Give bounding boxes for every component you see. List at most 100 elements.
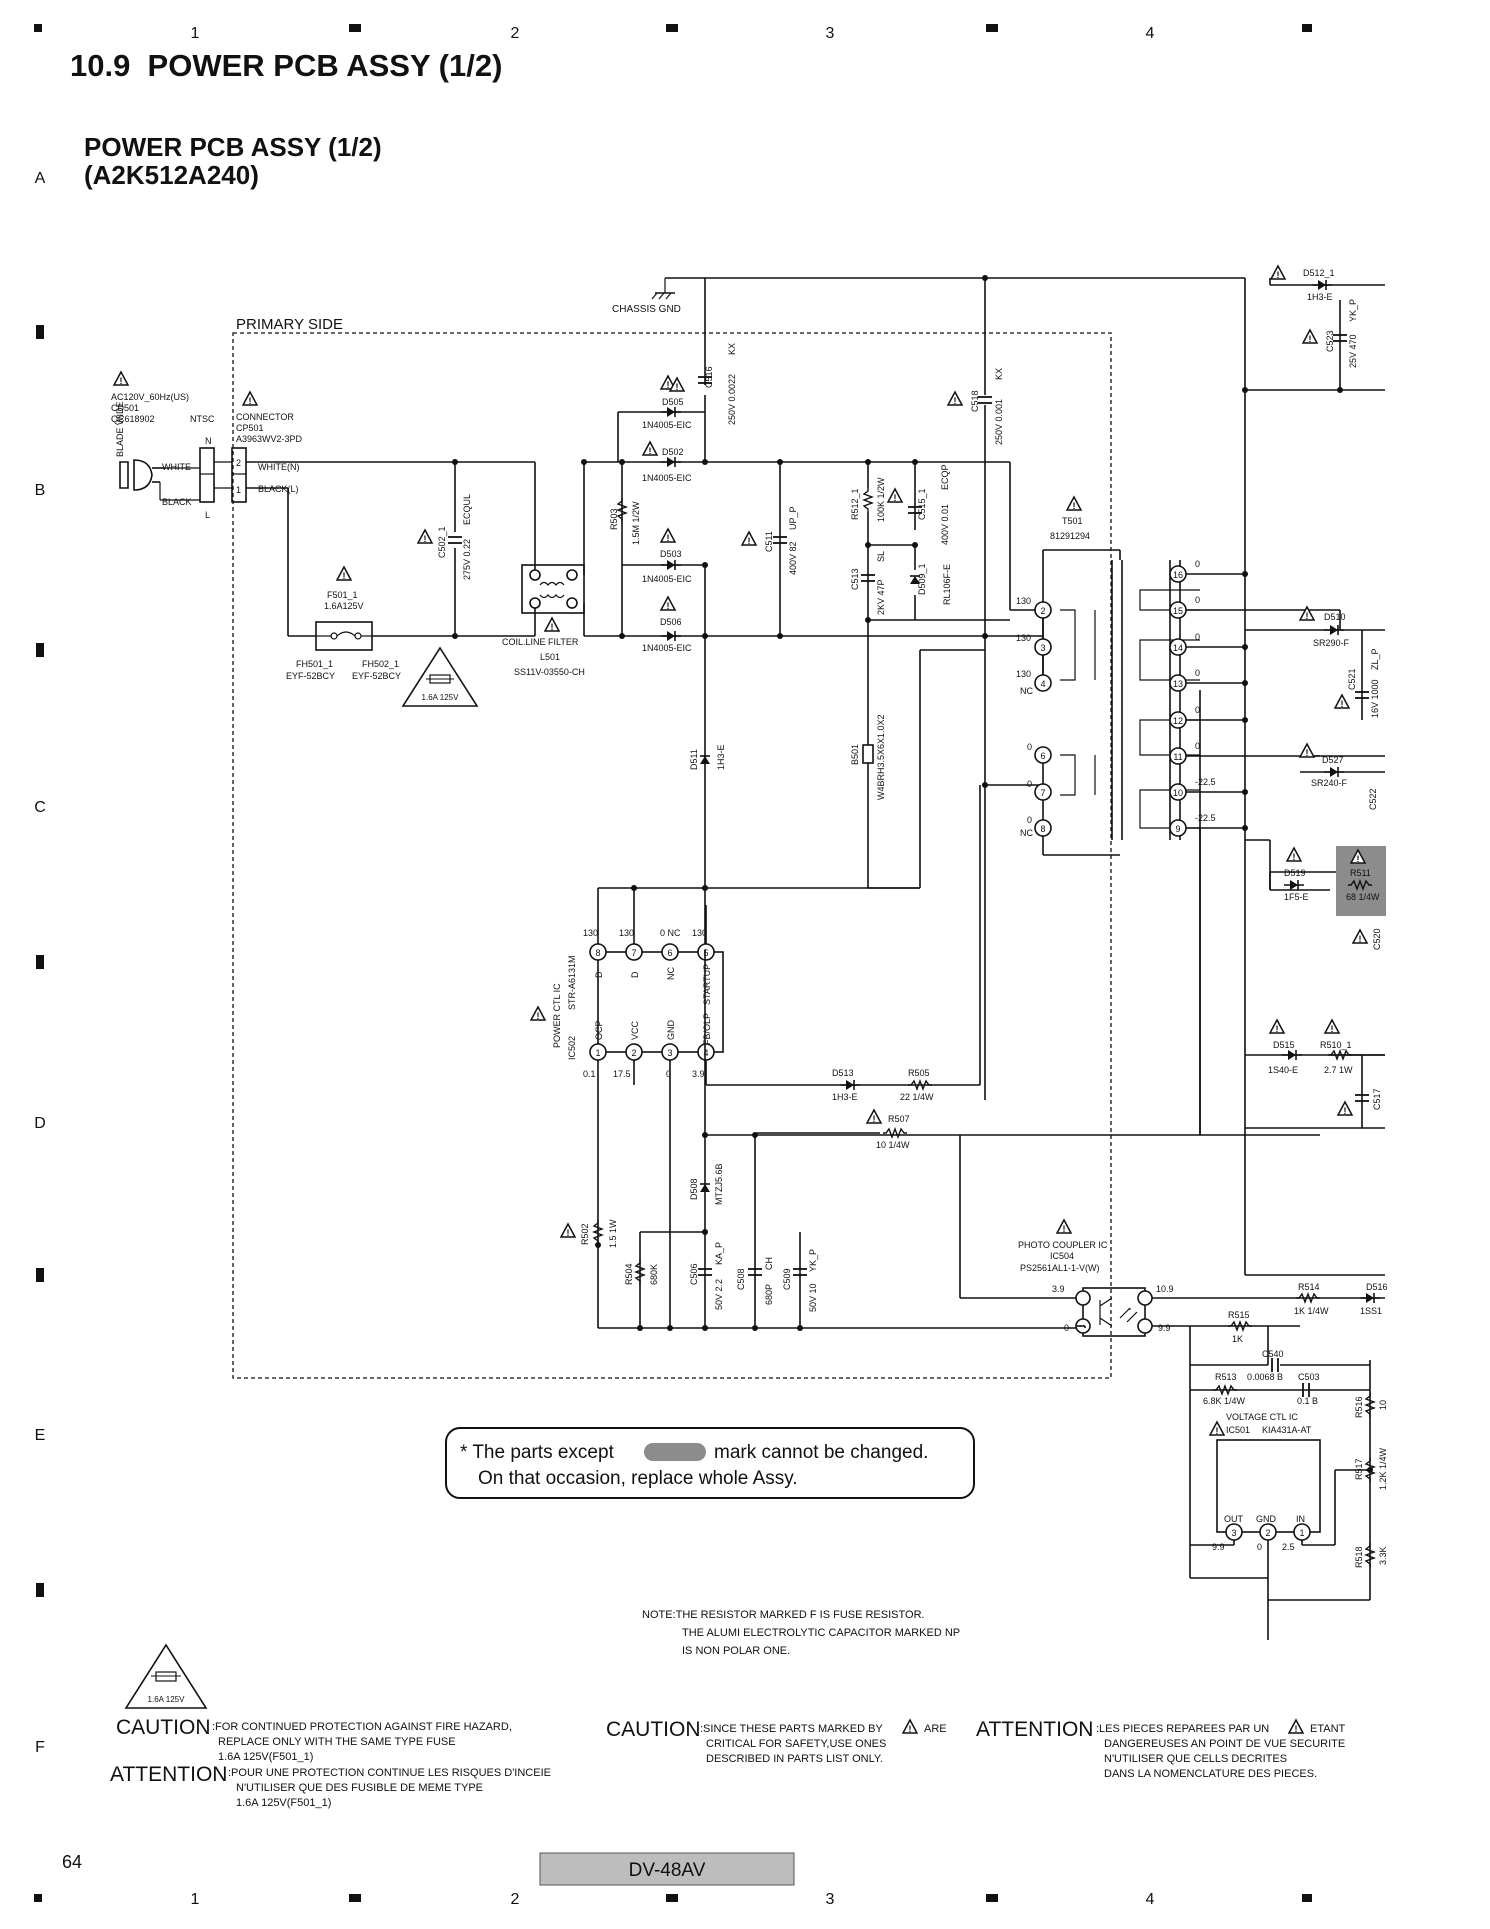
c502-value: 275V 0.22 bbox=[462, 539, 472, 580]
c515-value: 400V 0.01 bbox=[940, 504, 950, 545]
note-line1: NOTE:THE RESISTOR MARKED F IS FUSE RESIS… bbox=[642, 1609, 925, 1621]
r510-ref: R510_1 bbox=[1320, 1040, 1352, 1050]
transformer-primary-pins bbox=[1034, 601, 1052, 837]
coil-filter-name: COIL.LINE FILTER bbox=[502, 637, 579, 647]
t501-pin13: 13 bbox=[1173, 679, 1183, 689]
c509-type: YK_P bbox=[808, 1249, 818, 1272]
c506-ref: C506 bbox=[689, 1263, 699, 1285]
ic502-pin6-label: NC bbox=[666, 967, 676, 980]
ic504-pin-v3: 10.9 bbox=[1156, 1284, 1174, 1294]
ic502-pin3-label: GND bbox=[666, 1020, 676, 1041]
ic501-voltage-ctl-ic bbox=[1190, 1439, 1370, 1640]
attention-parts-title: ATTENTION bbox=[976, 1718, 1093, 1741]
ic501-in-label: IN bbox=[1296, 1514, 1305, 1524]
t501-pin6: 6 bbox=[1040, 751, 1045, 761]
c509-value: 50V 10 bbox=[808, 1283, 818, 1312]
t501-pin10: 10 bbox=[1173, 788, 1183, 798]
r504-ref: R504 bbox=[624, 1263, 634, 1285]
chassis-ground-symbol bbox=[651, 277, 1245, 300]
d509-ref: D509_1 bbox=[917, 563, 927, 595]
ac-input-part: QC618902 bbox=[111, 414, 155, 424]
d509-part: RL106F-E bbox=[942, 564, 952, 605]
d510-ref: D510 bbox=[1324, 612, 1346, 622]
attention-fuse-text2: N'UTILISER QUE DES FUSIBLE DE MEME TYPE bbox=[236, 1782, 483, 1794]
c511-ref: C511 bbox=[764, 531, 774, 552]
column-label-2-bottom: 2 bbox=[511, 1891, 520, 1908]
ic502-pin2: 2 bbox=[631, 1048, 636, 1058]
c540-ref: C540 bbox=[1262, 1349, 1284, 1359]
r511-value: 68 1/4W bbox=[1346, 892, 1380, 902]
ac-input-spec: AC120V_60Hz(US) bbox=[111, 392, 189, 402]
t501-pin15: 15 bbox=[1173, 606, 1183, 616]
c506-value: 50V 2.2 bbox=[714, 1279, 724, 1310]
assy-title: POWER PCB ASSY (1/2) bbox=[84, 132, 382, 162]
d515-part: 1S40-E bbox=[1268, 1065, 1298, 1075]
attention-fuse-text3: 1.6A 125V(F501_1) bbox=[236, 1797, 331, 1809]
fuse-holder1-ref: FH501_1 bbox=[296, 659, 333, 669]
model-banner bbox=[539, 1852, 795, 1886]
r503-ref: R503 bbox=[609, 508, 619, 530]
primary-side-label: PRIMARY SIDE bbox=[236, 316, 343, 333]
fuse-holder1-type: EYF-52BCY bbox=[286, 671, 335, 681]
t501-pin16: 16 bbox=[1173, 570, 1183, 580]
row-label-d: D bbox=[34, 1115, 46, 1132]
caution-fuse-text1: :FOR CONTINUED PROTECTION AGAINST FIRE H… bbox=[212, 1721, 512, 1733]
caution-parts-title: CAUTION bbox=[606, 1718, 701, 1741]
ic502-ref: IC502 bbox=[567, 1036, 577, 1060]
r511-ref: R511 bbox=[1350, 868, 1371, 878]
t501-pin8: 8 bbox=[1040, 824, 1045, 834]
d502-ref: D502 bbox=[662, 447, 684, 457]
c518-type: KX bbox=[994, 368, 1004, 380]
section-title: 10.9 POWER PCB ASSY (1/2) bbox=[70, 48, 502, 83]
ic502-pin7-label: D bbox=[630, 971, 640, 978]
d511-part: 1H3-E bbox=[716, 744, 726, 770]
column-label-2: 2 bbox=[511, 25, 520, 42]
t501-pin4: 4 bbox=[1040, 679, 1045, 689]
note-line2: THE ALUMI ELECTROLYTIC CAPACITOR MARKED … bbox=[682, 1627, 960, 1639]
ic501-pin3-volt: 9.9 bbox=[1212, 1542, 1225, 1552]
connector-ref: CP501 bbox=[236, 423, 264, 433]
r502-ref: R502 bbox=[580, 1223, 590, 1245]
fuse-safety-symbol: 1.6A 125V bbox=[401, 646, 479, 707]
ic502-pin6-volt: 0 NC bbox=[660, 928, 681, 938]
column-label-1: 1 bbox=[191, 25, 200, 42]
t501-pin9: 9 bbox=[1175, 824, 1180, 834]
fuse-f501 bbox=[315, 621, 373, 651]
d508-part: MTZJ5.6B bbox=[714, 1163, 724, 1205]
d512-part: 1H3-E bbox=[1307, 292, 1333, 302]
d516-ref: D516 bbox=[1366, 1282, 1388, 1292]
t501-pin11: 11 bbox=[1173, 752, 1182, 762]
t501-part: 81291294 bbox=[1050, 531, 1090, 541]
ic502-pin4-label: FB/OLP bbox=[702, 1013, 712, 1045]
ic501-name: VOLTAGE CTL IC bbox=[1226, 1412, 1298, 1422]
column-label-4: 4 bbox=[1146, 25, 1155, 42]
ic502-pin1: 1 bbox=[595, 1048, 600, 1058]
connector-pin1: 1 bbox=[236, 485, 241, 495]
ic504-photo-coupler bbox=[959, 1135, 1385, 1337]
attention-parts-text2: DANGEREUSES AN POINT DE VUE SECURITE bbox=[1104, 1738, 1345, 1750]
caution-fuse-text3: 1.6A 125V(F501_1) bbox=[218, 1751, 313, 1763]
connector-pin2: 2 bbox=[236, 458, 241, 468]
ic504-part: PS2561AL1-1-V(W) bbox=[1020, 1263, 1100, 1273]
ic501-gnd-label: GND bbox=[1256, 1514, 1277, 1524]
d512-ref: D512_1 bbox=[1303, 268, 1335, 278]
t501-pin14-volt: 0 bbox=[1195, 632, 1200, 642]
c523-type: YK_P bbox=[1348, 299, 1358, 322]
d506-ref: D506 bbox=[660, 617, 682, 627]
t501-pin12-volt: 0 bbox=[1195, 705, 1200, 715]
coil-line-filter bbox=[521, 462, 585, 636]
caution-fuse-symbol: 1.6A 125V bbox=[124, 1643, 208, 1709]
ic504-pin-v2: 0 bbox=[1064, 1323, 1069, 1333]
ic501-pin2: 2 bbox=[1265, 1528, 1270, 1538]
c513-ref: C513 bbox=[850, 568, 860, 590]
connector-part: A3963WV2-3PD bbox=[236, 434, 303, 444]
caution-parts-text1a: :SINCE THESE PARTS MARKED BY bbox=[700, 1723, 883, 1735]
parts-note-gray-mark bbox=[644, 1443, 706, 1461]
fuse-ref: F501_1 bbox=[327, 590, 358, 600]
parts-note-box: * The parts except mark cannot be change… bbox=[445, 1427, 975, 1499]
r513-cap: 0.0068 B bbox=[1247, 1372, 1283, 1382]
r513-value: 6.8K 1/4W bbox=[1203, 1396, 1246, 1406]
d527-part: SR240-F bbox=[1311, 778, 1348, 788]
fuse-rating: 1.6A125V bbox=[324, 601, 364, 611]
